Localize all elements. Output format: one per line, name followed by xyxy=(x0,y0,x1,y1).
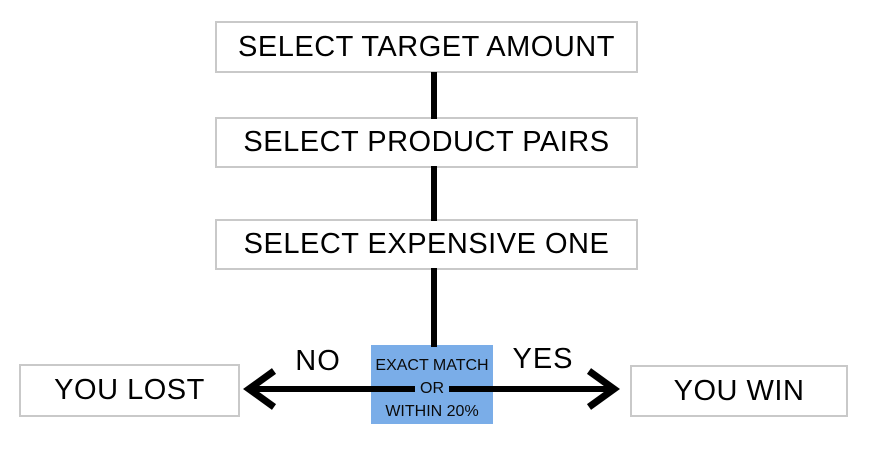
decision-text-line2: OR xyxy=(415,380,449,398)
result-box-you-win: YOU WIN xyxy=(630,365,848,417)
step-label: SELECT PRODUCT PAIRS xyxy=(243,126,610,158)
decision-text-line3: WITHIN 20% xyxy=(385,403,479,420)
result-label: YOU LOST xyxy=(54,374,205,406)
yes-branch-label: YES xyxy=(512,343,574,375)
yes-arrowhead-icon xyxy=(586,368,620,410)
step-box-select-target-amount: SELECT TARGET AMOUNT xyxy=(215,21,638,73)
no-arrowhead-icon xyxy=(243,368,277,410)
result-box-you-lost: YOU LOST xyxy=(19,364,240,417)
step-label: SELECT EXPENSIVE ONE xyxy=(243,228,610,260)
step-label: SELECT TARGET AMOUNT xyxy=(238,30,615,63)
result-label: YOU WIN xyxy=(673,374,805,407)
decision-text-line1: EXACT MATCH xyxy=(375,357,489,374)
no-branch-label: NO xyxy=(295,345,341,377)
step-box-select-product-pairs: SELECT PRODUCT PAIRS xyxy=(215,117,638,168)
step-box-select-expensive-one: SELECT EXPENSIVE ONE xyxy=(215,219,638,270)
